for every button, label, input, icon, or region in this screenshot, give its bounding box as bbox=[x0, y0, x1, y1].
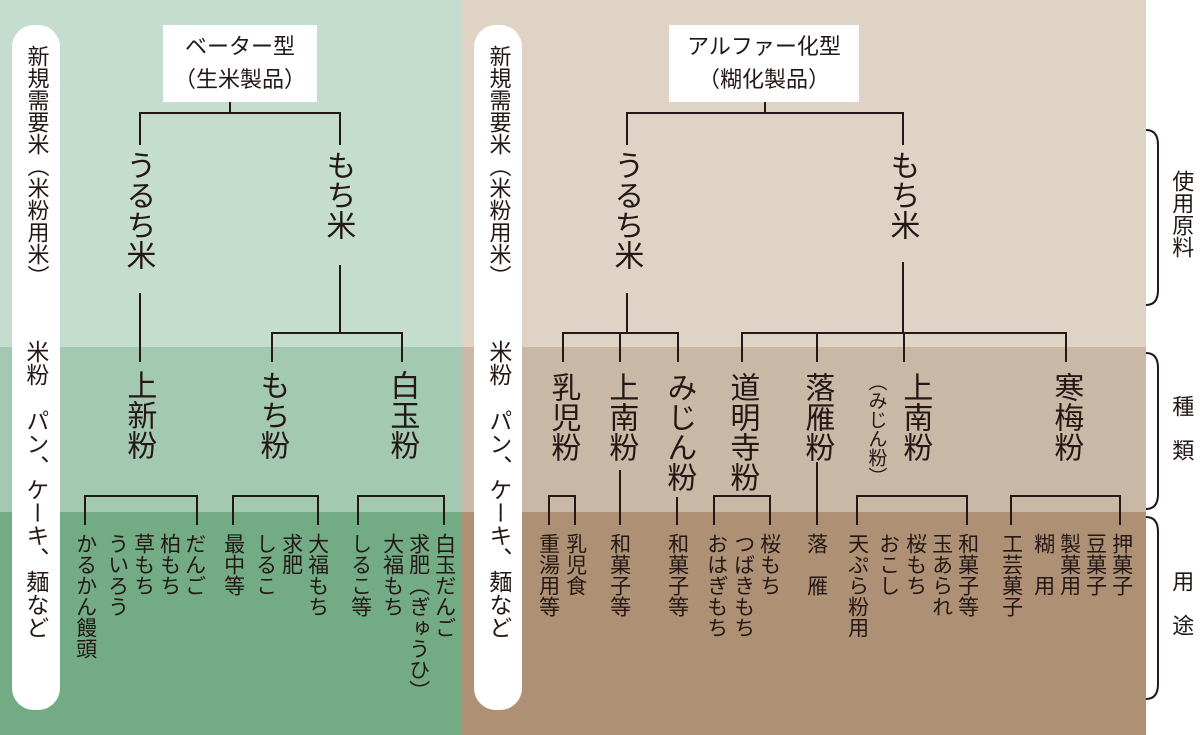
left-use-gyuhi: 求肥 bbox=[279, 533, 304, 575]
right-use-noriyo: 糊 用 bbox=[1031, 533, 1056, 596]
left-use-daifuku-2: 大福もち bbox=[380, 533, 405, 617]
left-info-pill: 新規需要米（米粉用米） bbox=[12, 25, 60, 710]
right-kind-nyujiko: 乳児粉 bbox=[545, 372, 581, 462]
right-kind-domyojiko: 道明寺粉 bbox=[724, 372, 760, 492]
left-use-gyuhi-full: 求肥（ぎゅうひ） bbox=[406, 533, 431, 701]
right-info-pill: 新規需要米（米粉用米） bbox=[474, 25, 522, 710]
left-pill-line-2: 米粉 パン、ケーキ、麺など bbox=[21, 340, 48, 639]
left-use-dango: だんご bbox=[182, 533, 207, 596]
right-pill-line-2: 米粉 パン、ケーキ、麺など bbox=[484, 340, 511, 639]
right-pill-line-1: 新規需要米（米粉用米） bbox=[485, 45, 511, 287]
right-type-title-box: アルファー化型 （糊化製品） bbox=[669, 25, 859, 102]
left-mochi-rice: もち米 bbox=[320, 150, 356, 240]
right-use-rakugan: 落 雁 bbox=[804, 533, 829, 596]
right-type-title: アルファー化型 bbox=[687, 35, 841, 60]
right-kind-jonanko: 上南粉 bbox=[603, 372, 639, 462]
right-use-tempura: 天ぷら粉用 bbox=[845, 533, 870, 638]
right-use-wagashi-3: 和菓子等 bbox=[955, 533, 980, 617]
side-label-kinds: 種 類 bbox=[1168, 395, 1194, 461]
left-use-daifuku: 大福もち bbox=[305, 533, 330, 617]
right-type-subtitle: （糊化製品） bbox=[697, 68, 830, 93]
right-use-sakuramochi-2: 桜もち bbox=[903, 533, 928, 596]
left-kind-joshinko: 上新粉 bbox=[121, 370, 157, 460]
side-label-material: 使用原料 bbox=[1168, 170, 1194, 258]
left-type-title-box: ベーター型 （生米製品） bbox=[163, 25, 317, 102]
right-band-uses bbox=[462, 512, 1146, 735]
right-mochi-rice: もち米 bbox=[884, 150, 920, 240]
left-type-title: ベーター型 bbox=[184, 35, 295, 60]
left-band-uses bbox=[0, 512, 462, 735]
left-use-monaka: 最中等 bbox=[221, 533, 246, 596]
right-kind-mijinko: みじん粉 bbox=[661, 372, 697, 492]
left-use-kashiwamochi: 柏もち bbox=[157, 533, 182, 596]
right-use-wagashi-1: 和菓子等 bbox=[607, 533, 632, 617]
right-use-mamegashi: 豆菓子 bbox=[1083, 533, 1108, 596]
left-type-subtitle: （生米製品） bbox=[173, 68, 306, 93]
right-use-okoshi: おこし bbox=[876, 533, 901, 596]
left-use-karukan: かるかん饅頭 bbox=[73, 533, 98, 659]
right-use-seikayo: 製菓用 bbox=[1057, 533, 1082, 596]
left-use-kusamochi: 草もち bbox=[131, 533, 156, 596]
left-kind-mochiko: もち粉 bbox=[254, 370, 290, 460]
left-use-shiratama-dango: 白玉だんご bbox=[432, 533, 457, 638]
right-use-kogeigashi: 工芸菓子 bbox=[999, 533, 1024, 617]
right-use-omoyu: 重湯用等 bbox=[536, 533, 561, 617]
right-use-tsubakimochi: つばきもち bbox=[731, 533, 756, 638]
right-use-ohagimochi: おはぎもち bbox=[704, 533, 729, 638]
left-use-shiruko: しるこ bbox=[253, 533, 278, 596]
left-use-uiro: ういろう bbox=[105, 533, 130, 617]
left-uruchi-rice: うるち米 bbox=[120, 150, 156, 270]
right-use-wagashi-2: 和菓子等 bbox=[665, 533, 690, 617]
right-kind-kanbaiko: 寒梅粉 bbox=[1048, 372, 1084, 462]
right-uruchi-rice: うるち米 bbox=[608, 150, 644, 270]
right-band-kinds bbox=[462, 347, 1146, 512]
right-kind-mijinko-note: （みじん粉） bbox=[865, 372, 888, 486]
left-kind-shiratamako: 白玉粉 bbox=[384, 370, 420, 460]
right-kind-jonanko-2: 上南粉 bbox=[897, 372, 933, 462]
right-use-nyujishoku: 乳児食 bbox=[563, 533, 588, 596]
left-pill-line-1: 新規需要米（米粉用米） bbox=[23, 45, 49, 287]
right-use-oshigashi: 押菓子 bbox=[1109, 533, 1134, 596]
side-label-uses: 用 途 bbox=[1168, 570, 1194, 636]
right-kind-rakuganko: 落雁粉 bbox=[799, 372, 835, 462]
right-use-sakuramochi: 桜もち bbox=[757, 533, 782, 596]
left-band-kinds bbox=[0, 347, 462, 512]
left-use-shiruko-2: しるこ等 bbox=[348, 533, 373, 617]
right-use-tamaarare: 玉あられ bbox=[929, 533, 954, 617]
